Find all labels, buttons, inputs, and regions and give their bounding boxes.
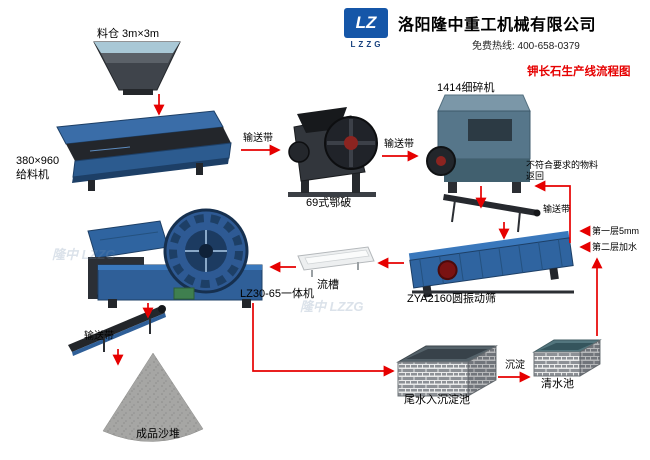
flow-arrow [252,303,395,377]
vibrating-screen-shape [408,230,574,298]
jaw-crusher-shape [288,107,378,197]
jaw-crusher-label: 69式鄂破 [306,197,352,209]
feeder-label: 380×960 给料机 [16,155,60,181]
chute-shape [297,246,375,277]
fine-crusher-shape [426,94,531,193]
sand-pile-shape [102,352,204,442]
sand-conveyor-shape [68,305,166,356]
lzzg-logo-icon: LZ [344,8,388,38]
hopper-shape [93,41,181,95]
feeder-shape [56,110,232,191]
sand-washer-shape [87,208,263,308]
hotline-text: 免费热线: 400-658-0379 [472,41,580,52]
lzzg-logo-mark-text: LZ [355,13,377,32]
flow-arrows [112,94,603,383]
reject-note-label: 不符合要求的物料 返回 [526,160,599,182]
watermark-text: 隆中 LZZG [52,247,116,262]
clear-pool-label: 清水池 [541,378,574,390]
vibrating-screen-label: ZYA2160圆振动筛 [407,293,497,305]
screen-feed-conveyor-shape [443,194,541,233]
washer-label: LZ30-65一体机 [240,288,314,300]
screen-layer1-label: 第一层5mm [592,226,639,236]
hopper-label: 料仓 3m×3m [97,28,160,40]
sediment-pool-shape [396,345,498,397]
watermark-text: 隆中 LZZG [300,299,364,314]
chute-label: 流槽 [317,279,339,291]
diagram-title: 钾长石生产线流程图 [527,66,631,78]
conveyor-1-label: 输送带 [243,133,273,144]
lzzg-logo-text: LZZG [350,40,384,49]
sand-pile-label: 成品沙堆 [136,428,180,440]
company-name: 洛阳隆中重工机械有限公司 [398,17,597,34]
sediment-label: 沉淀 [505,360,525,371]
conveyor-2-label: 输送带 [384,139,414,150]
fine-crusher-label: 1414细碎机 [437,82,495,94]
conveyor-return-label: 输送带 [543,204,571,214]
sediment-pool-label: 尾水入沉淀池 [404,394,470,406]
screen-layer2-label: 第二层加水 [592,242,638,252]
lzzg-logo: LZ LZZG [344,8,390,49]
conveyor-sand-label: 输送带 [84,331,114,342]
flow-arrow [534,180,571,243]
clear-pool-shape [532,339,602,377]
